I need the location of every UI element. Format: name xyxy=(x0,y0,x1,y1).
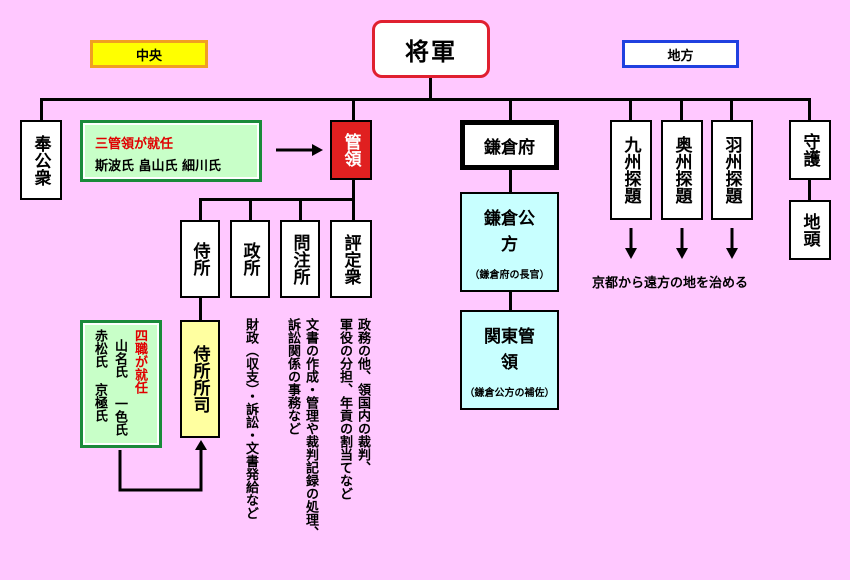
jito-label: 地頭 xyxy=(799,213,820,247)
connector-line xyxy=(509,292,512,310)
oshu-tandai-label: 奥州探題 xyxy=(671,136,692,204)
jito-box: 地頭 xyxy=(789,200,831,260)
hokoshu-box: 奉公衆 xyxy=(20,120,62,200)
hyojoshu-note: 政務の他、領国内の裁判、 xyxy=(355,318,370,474)
hokoshu-label: 奉公衆 xyxy=(30,134,51,186)
shishiki-title: 四職が就任 xyxy=(132,329,147,394)
connector-line xyxy=(429,78,432,100)
kamakurafu-label: 鎌倉府 xyxy=(484,137,535,158)
shogun-label: 将軍 xyxy=(405,37,457,66)
monchujo-label: 問注所 xyxy=(289,233,310,285)
mandokoro-note: 財政（収支）・訴訟・文書発給など xyxy=(243,318,258,520)
regional-note: 京都から遠方の地を治める xyxy=(592,276,749,291)
connector-line xyxy=(680,98,683,120)
hyojoshu-box: 評定衆 xyxy=(330,220,372,298)
right-arrow-icon xyxy=(276,144,323,156)
connector-line xyxy=(509,98,512,120)
connector-line xyxy=(808,180,811,200)
kubo-sub: （鎌倉府の長官） xyxy=(469,270,550,281)
shoshi-label: 侍所所司 xyxy=(189,345,210,413)
down-arrow-icon xyxy=(676,228,688,259)
mandokoro-label: 政所 xyxy=(239,242,260,276)
connector-line xyxy=(352,98,355,120)
kamakurafu-box: 鎌倉府 xyxy=(460,120,559,170)
shoshi-box: 侍所所司 xyxy=(180,320,220,438)
kanrei-box: 管領 xyxy=(330,120,372,180)
shishiki-name: 山名氏 xyxy=(112,339,127,378)
samuraidokoro-box: 侍所 xyxy=(180,220,220,298)
connector-line xyxy=(199,198,202,220)
monchujo-box: 問注所 xyxy=(280,220,320,298)
regional-tag-label: 地方 xyxy=(667,48,694,64)
sankanrei-names: 斯波氏 畠山氏 細川氏 xyxy=(95,159,222,174)
shugo-label: 守護 xyxy=(799,133,820,167)
connector-line xyxy=(249,198,252,220)
kanto-kanrei-label: 関東管領 xyxy=(484,327,535,373)
monchujo-note: 訴訟関係の事務など xyxy=(285,318,300,435)
shugo-box: 守護 xyxy=(789,120,831,180)
monchujo-note: 文書の作成・管理や裁判記録の処理、 xyxy=(303,318,318,539)
shishiki-box: 四職が就任 山名氏 赤松氏 一色氏 京極氏 xyxy=(80,320,162,448)
connector-line xyxy=(299,198,302,220)
shishiki-name: 京極氏 xyxy=(92,383,107,422)
elbow-arrow-icon xyxy=(118,440,207,492)
down-arrow-icon xyxy=(726,228,738,259)
connector-line xyxy=(509,170,512,192)
ushu-tandai-box: 羽州探題 xyxy=(711,120,753,220)
connector-line xyxy=(40,98,811,101)
connector-line xyxy=(629,98,632,120)
kanrei-label: 管領 xyxy=(340,133,361,167)
shogun-box: 将軍 xyxy=(372,20,490,78)
sankanrei-title: 三管領が就任 xyxy=(95,137,174,152)
central-tag: 中央 xyxy=(90,40,208,68)
connector-line xyxy=(808,98,811,120)
down-arrow-icon xyxy=(625,228,637,259)
oshu-tandai-box: 奥州探題 xyxy=(661,120,703,220)
sankanrei-box: 三管領が就任 斯波氏 畠山氏 細川氏 xyxy=(80,120,262,182)
connector-line xyxy=(199,198,355,201)
kanto-kanrei-sub: （鎌倉公方の補佐） xyxy=(464,388,555,399)
kubo-label: 鎌倉公方 xyxy=(484,209,535,255)
samuraidokoro-label: 侍所 xyxy=(189,242,210,276)
connector-line xyxy=(40,98,43,120)
regional-tag: 地方 xyxy=(622,40,739,68)
central-tag-label: 中央 xyxy=(135,48,162,64)
kyushu-tandai-label: 九州探題 xyxy=(620,136,641,204)
connector-line xyxy=(352,180,355,200)
kyushu-tandai-box: 九州探題 xyxy=(610,120,652,220)
shishiki-name: 赤松氏 xyxy=(92,329,107,368)
connector-line xyxy=(352,198,355,220)
hyojoshu-note: 軍役の分担、年貢の割当てなど xyxy=(337,318,352,500)
kanto-kanrei-box: 関東管領 （鎌倉公方の補佐） xyxy=(460,310,559,410)
connector-line xyxy=(730,98,733,120)
kubo-box: 鎌倉公方 （鎌倉府の長官） xyxy=(460,192,559,292)
shishiki-name: 一色氏 xyxy=(112,397,127,436)
hyojoshu-label: 評定衆 xyxy=(340,233,361,285)
mandokoro-box: 政所 xyxy=(230,220,270,298)
ushu-tandai-label: 羽州探題 xyxy=(721,136,742,204)
connector-line xyxy=(199,298,202,320)
